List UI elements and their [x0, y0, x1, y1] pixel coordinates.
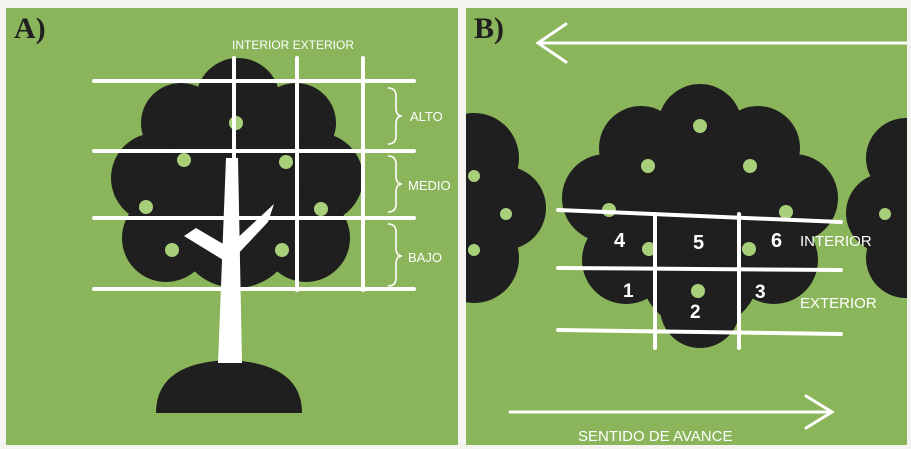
level-label-medio: MEDIO	[408, 178, 451, 193]
zone-4: 4	[614, 230, 626, 252]
row-label-exterior: EXTERIOR	[800, 295, 877, 312]
panel-a-letter: A)	[14, 12, 46, 45]
top-arrow-left	[535, 22, 907, 64]
panel-b: B) 4 5 6 1 2 3 INTERIOR EXTERIOR SENTIDO…	[466, 8, 907, 445]
zone-2: 2	[690, 302, 701, 323]
fruits	[139, 116, 328, 257]
zone-grid	[556, 208, 843, 350]
right-neighbor-tree	[846, 118, 907, 298]
zone-1: 1	[623, 281, 634, 302]
zone-5: 5	[693, 232, 705, 254]
tree-diagram-b	[466, 22, 907, 430]
zone-3: 3	[755, 282, 766, 303]
level-braces	[387, 87, 403, 287]
interior-exterior-header: INTERIOR EXTERIOR	[232, 38, 355, 52]
grid-lines	[92, 56, 416, 292]
direction-label: SENTIDO DE AVANCE	[578, 428, 733, 445]
level-label-alto: ALTO	[410, 109, 443, 124]
tree-diagram-a	[92, 56, 416, 413]
ground-mound	[156, 360, 302, 413]
row-label-interior: INTERIOR	[800, 233, 872, 250]
bottom-arrow-right	[508, 394, 835, 430]
fruits-b	[468, 119, 891, 298]
main-tree-crown	[562, 84, 838, 348]
level-label-bajo: BAJO	[408, 250, 442, 265]
panel-b-letter: B)	[474, 12, 504, 45]
zone-6: 6	[771, 230, 783, 252]
panel-a: A) INTERIOR EXTERIOR ALTO MEDIO BAJO	[6, 8, 458, 445]
